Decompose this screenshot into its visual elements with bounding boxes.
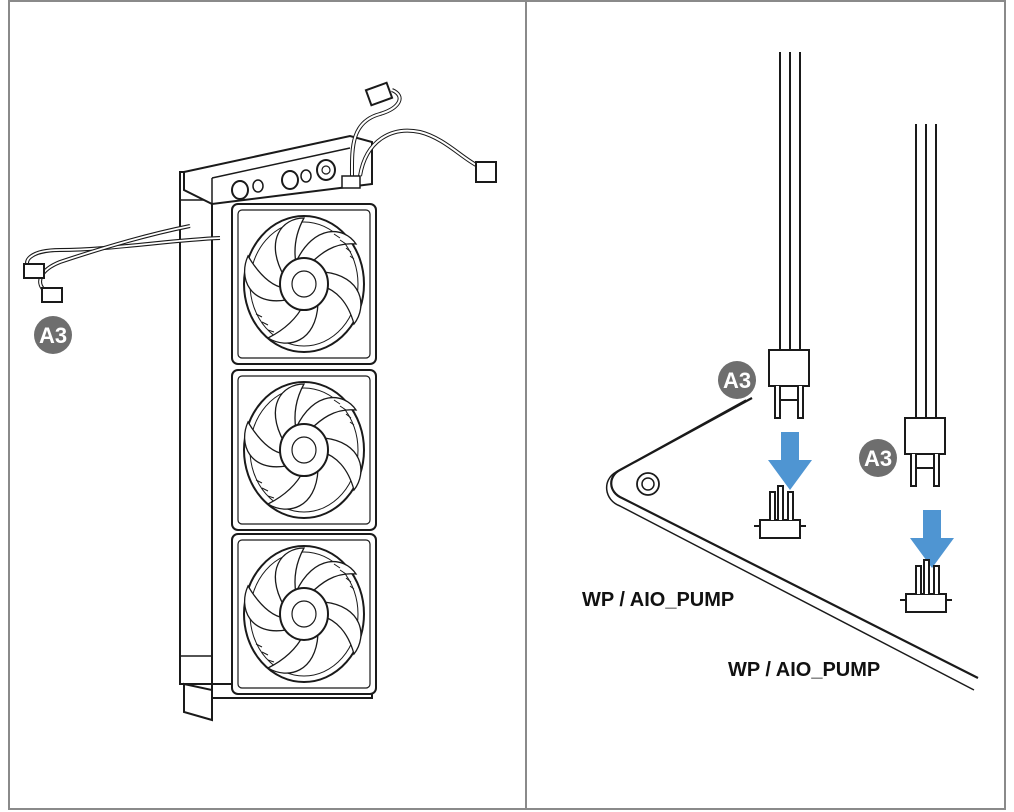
fan-plug-1-icon	[768, 52, 810, 419]
motherboard-icon	[606, 397, 979, 691]
down-arrow-2-icon	[910, 510, 954, 568]
left-step-badge: A3	[34, 316, 72, 354]
right-step-badge-1-text: A3	[723, 368, 751, 393]
fan-plug-2-icon	[904, 124, 946, 487]
left-step-badge-text: A3	[39, 323, 67, 348]
fan-cable-connector-icon	[23, 224, 221, 303]
motherboard-header-1-icon	[753, 485, 807, 539]
radiator-with-three-fans-icon	[179, 134, 377, 722]
header-label-1: WP / AIO_PUMP	[582, 589, 734, 611]
right-panel-frame	[525, 0, 1006, 810]
right-step-badge-2: A3	[859, 439, 897, 477]
right-step-badge-2-text: A3	[864, 446, 892, 471]
right-step-badge-1: A3	[718, 361, 756, 399]
pump-cable-icon	[341, 81, 497, 189]
motherboard-header-2-icon	[899, 559, 953, 613]
down-arrow-1-icon	[768, 432, 812, 490]
header-label-2: WP / AIO_PUMP	[728, 659, 880, 681]
